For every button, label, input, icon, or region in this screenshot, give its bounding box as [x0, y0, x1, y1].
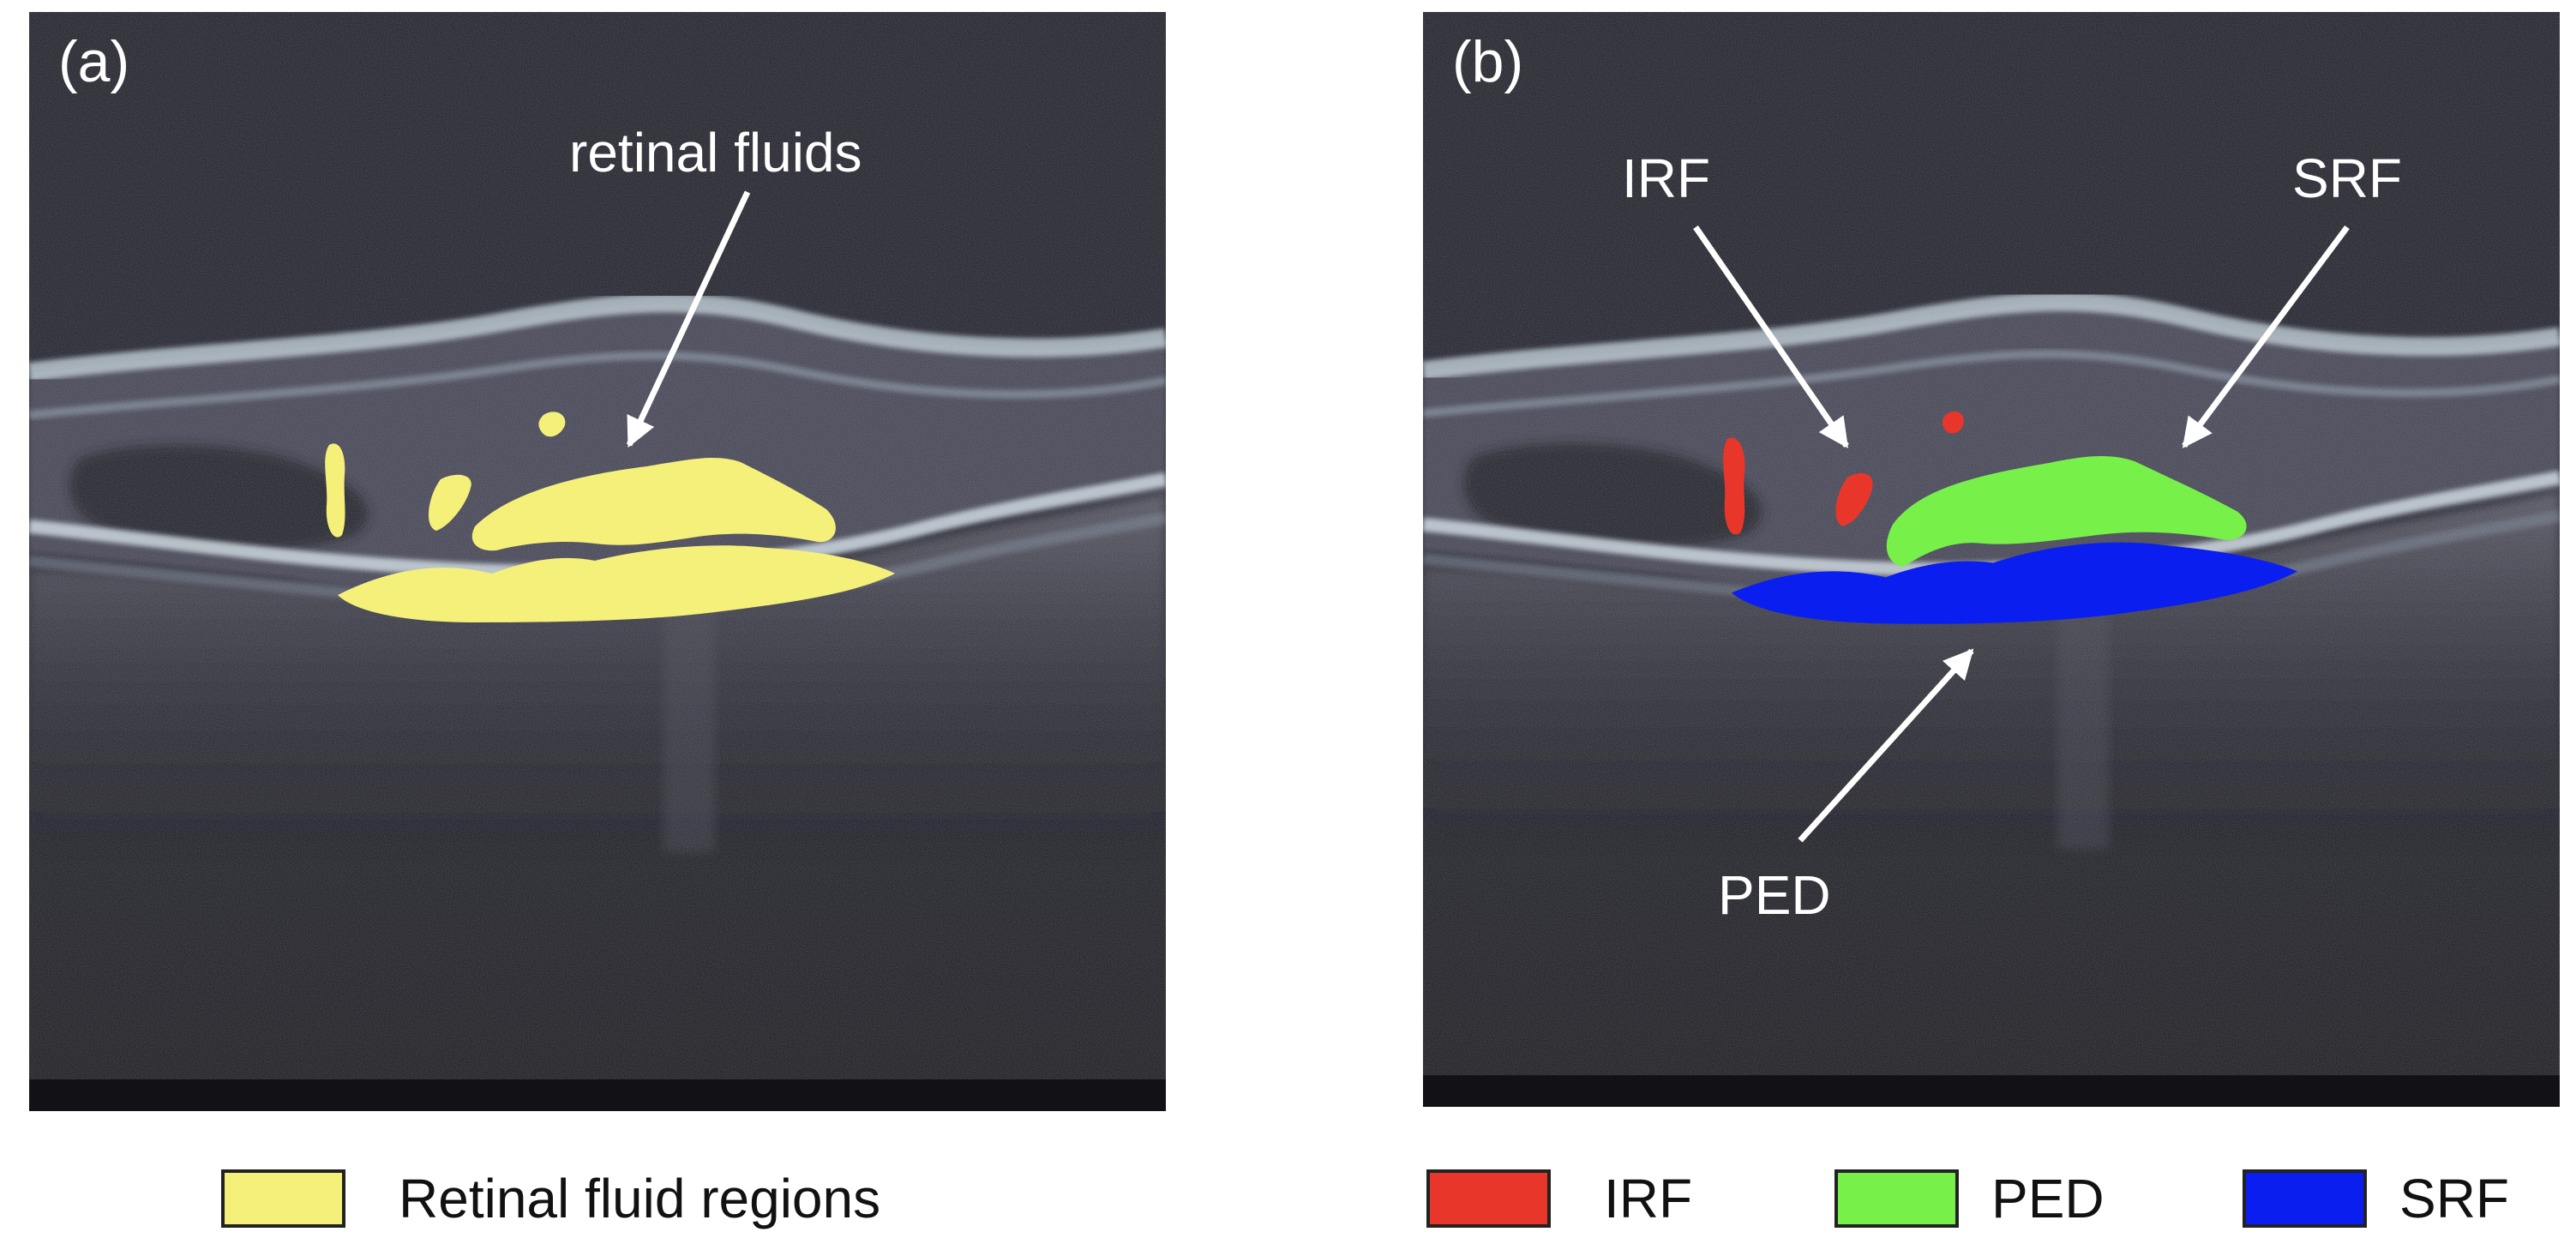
legend-swatch-retinal-fluid [221, 1169, 345, 1228]
legend-swatch-srf [2243, 1169, 2367, 1228]
srf-overlay [1732, 542, 2297, 624]
legend-label-srf: SRF [2399, 1168, 2509, 1229]
legend-label-irf: IRF [1604, 1168, 1693, 1229]
irf-overlay [1723, 411, 1964, 535]
panel-label-a: (a) [58, 29, 130, 94]
oct-panel-a: (a) retinal fluids [29, 12, 1166, 1111]
oct-panel-b: (b) IRF SRF PED [1423, 12, 2560, 1107]
legend-item-irf: IRF [1426, 1169, 1692, 1228]
legend-swatch-ped [1834, 1169, 1959, 1228]
legend-swatch-irf [1426, 1169, 1551, 1228]
annotation-srf: SRF [2292, 147, 2402, 209]
annotation-irf: IRF [1622, 147, 1711, 209]
panel-label-b: (b) [1452, 29, 1524, 94]
oct-scan-image-b [1423, 12, 2560, 1107]
legend-item-srf: SRF [2243, 1169, 2509, 1228]
legend-label-retinal-fluid: Retinal fluid regions [399, 1168, 881, 1229]
legend-a: Retinal fluid regions [221, 1169, 880, 1228]
retinal-fluid-overlay [325, 412, 895, 622]
oct-scan-image-a [29, 12, 1166, 1111]
annotation-ped: PED [1718, 864, 1831, 926]
annotation-retinal-fluids: retinal fluids [569, 122, 862, 183]
legend-label-ped: PED [1991, 1168, 2105, 1229]
legend-item-ped: PED [1834, 1169, 2105, 1228]
ped-overlay [1886, 456, 2247, 568]
